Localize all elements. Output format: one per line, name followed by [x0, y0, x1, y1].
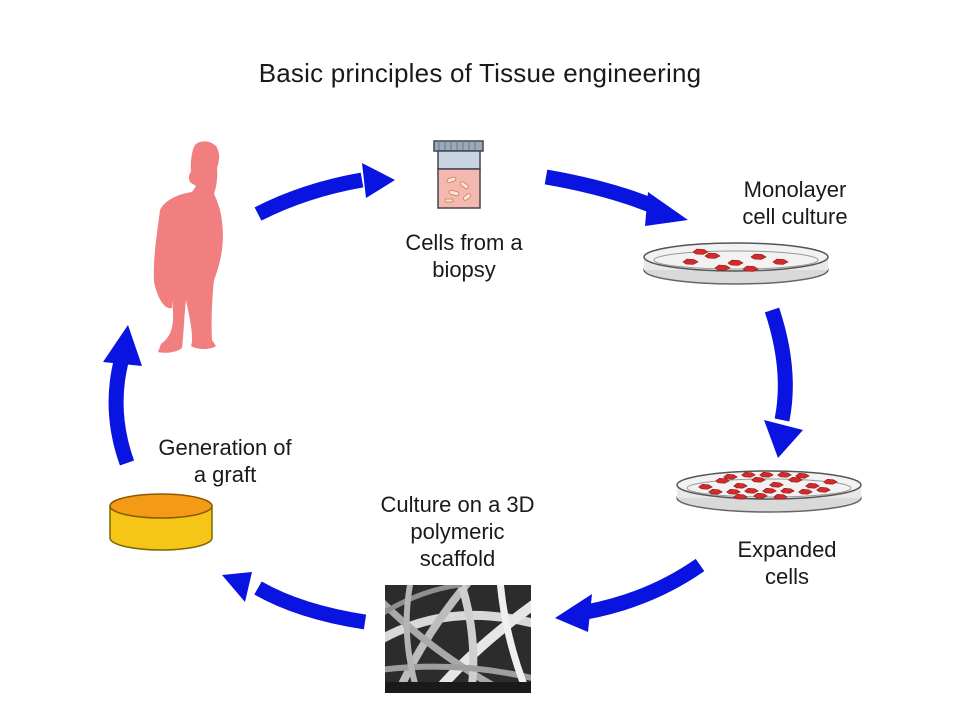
label-line: Monolayer	[743, 177, 847, 202]
cell-icon	[753, 492, 768, 499]
label-line: cells	[764, 564, 809, 589]
cell-icon	[751, 476, 766, 483]
arrow-monolayer-to-expanded	[764, 307, 803, 458]
cell-icon	[714, 264, 731, 271]
person-silhouette-icon	[153, 141, 223, 353]
label-line: Expanded	[737, 537, 837, 562]
arrow-patient-to-biopsy	[254, 163, 395, 221]
arrow-biopsy-to-monolayer	[544, 169, 688, 226]
label-line: polymeric	[410, 519, 505, 544]
cell-icon	[741, 471, 756, 478]
cell-icon	[723, 473, 738, 480]
cell-icon	[788, 476, 803, 483]
cell-icon	[769, 481, 784, 488]
label-line: biopsy	[432, 257, 496, 282]
cell-icon	[733, 493, 748, 500]
label-monolayer-culture: Monolayer cell culture	[720, 176, 870, 230]
scaffold-micrograph-icon	[385, 585, 531, 693]
petri-dish-icon	[643, 242, 829, 285]
cell-icon	[777, 471, 792, 478]
label-line: Cells from a	[405, 230, 523, 255]
label-line: cell culture	[742, 204, 848, 229]
label-cells-from-biopsy: Cells from a biopsy	[380, 229, 548, 283]
cell-icon	[762, 487, 777, 494]
cell-icon	[704, 252, 721, 259]
biopsy-vial-icon	[433, 140, 484, 209]
label-line: Generation of	[158, 435, 292, 460]
label-expanded-cells: Expanded cells	[722, 536, 852, 590]
cell-icon	[744, 487, 759, 494]
graft-cylinder-icon	[109, 493, 213, 551]
cell-icon	[823, 478, 838, 485]
cell-icon	[750, 253, 767, 260]
cell-icon	[726, 488, 741, 495]
cell-icon	[698, 483, 713, 490]
label-line: scaffold	[419, 546, 496, 571]
arrow-expanded-to-scaffold	[555, 558, 705, 632]
diagram-title: Basic principles of Tissue engineering	[258, 58, 702, 88]
label-line: a graft	[193, 462, 257, 487]
arrow-graft-to-patient	[103, 325, 142, 466]
cell-icon	[805, 482, 820, 489]
petri-dish-dense-icon	[676, 470, 862, 513]
cell-icon	[682, 258, 699, 265]
cell-icon	[742, 265, 759, 272]
cell-icon	[773, 493, 788, 500]
label-line: Culture on a 3D	[380, 492, 535, 517]
cell-icon	[733, 482, 748, 489]
cell-icon	[816, 486, 831, 493]
cell-icon	[772, 258, 789, 265]
cycle-arrows	[103, 163, 803, 632]
label-graft-generation: Generation of a graft	[130, 434, 320, 488]
cell-icon	[708, 488, 723, 495]
cell-icon	[715, 477, 730, 484]
cell-icon	[798, 488, 813, 495]
arrow-scaffold-to-graft	[222, 572, 367, 630]
label-scaffold-culture: Culture on a 3D polymeric scaffold	[350, 491, 565, 572]
cell-icon	[727, 259, 744, 266]
cell-icon	[692, 248, 709, 255]
cell-icon	[795, 472, 810, 479]
cell-icon	[780, 487, 795, 494]
cell-icon	[759, 471, 774, 478]
